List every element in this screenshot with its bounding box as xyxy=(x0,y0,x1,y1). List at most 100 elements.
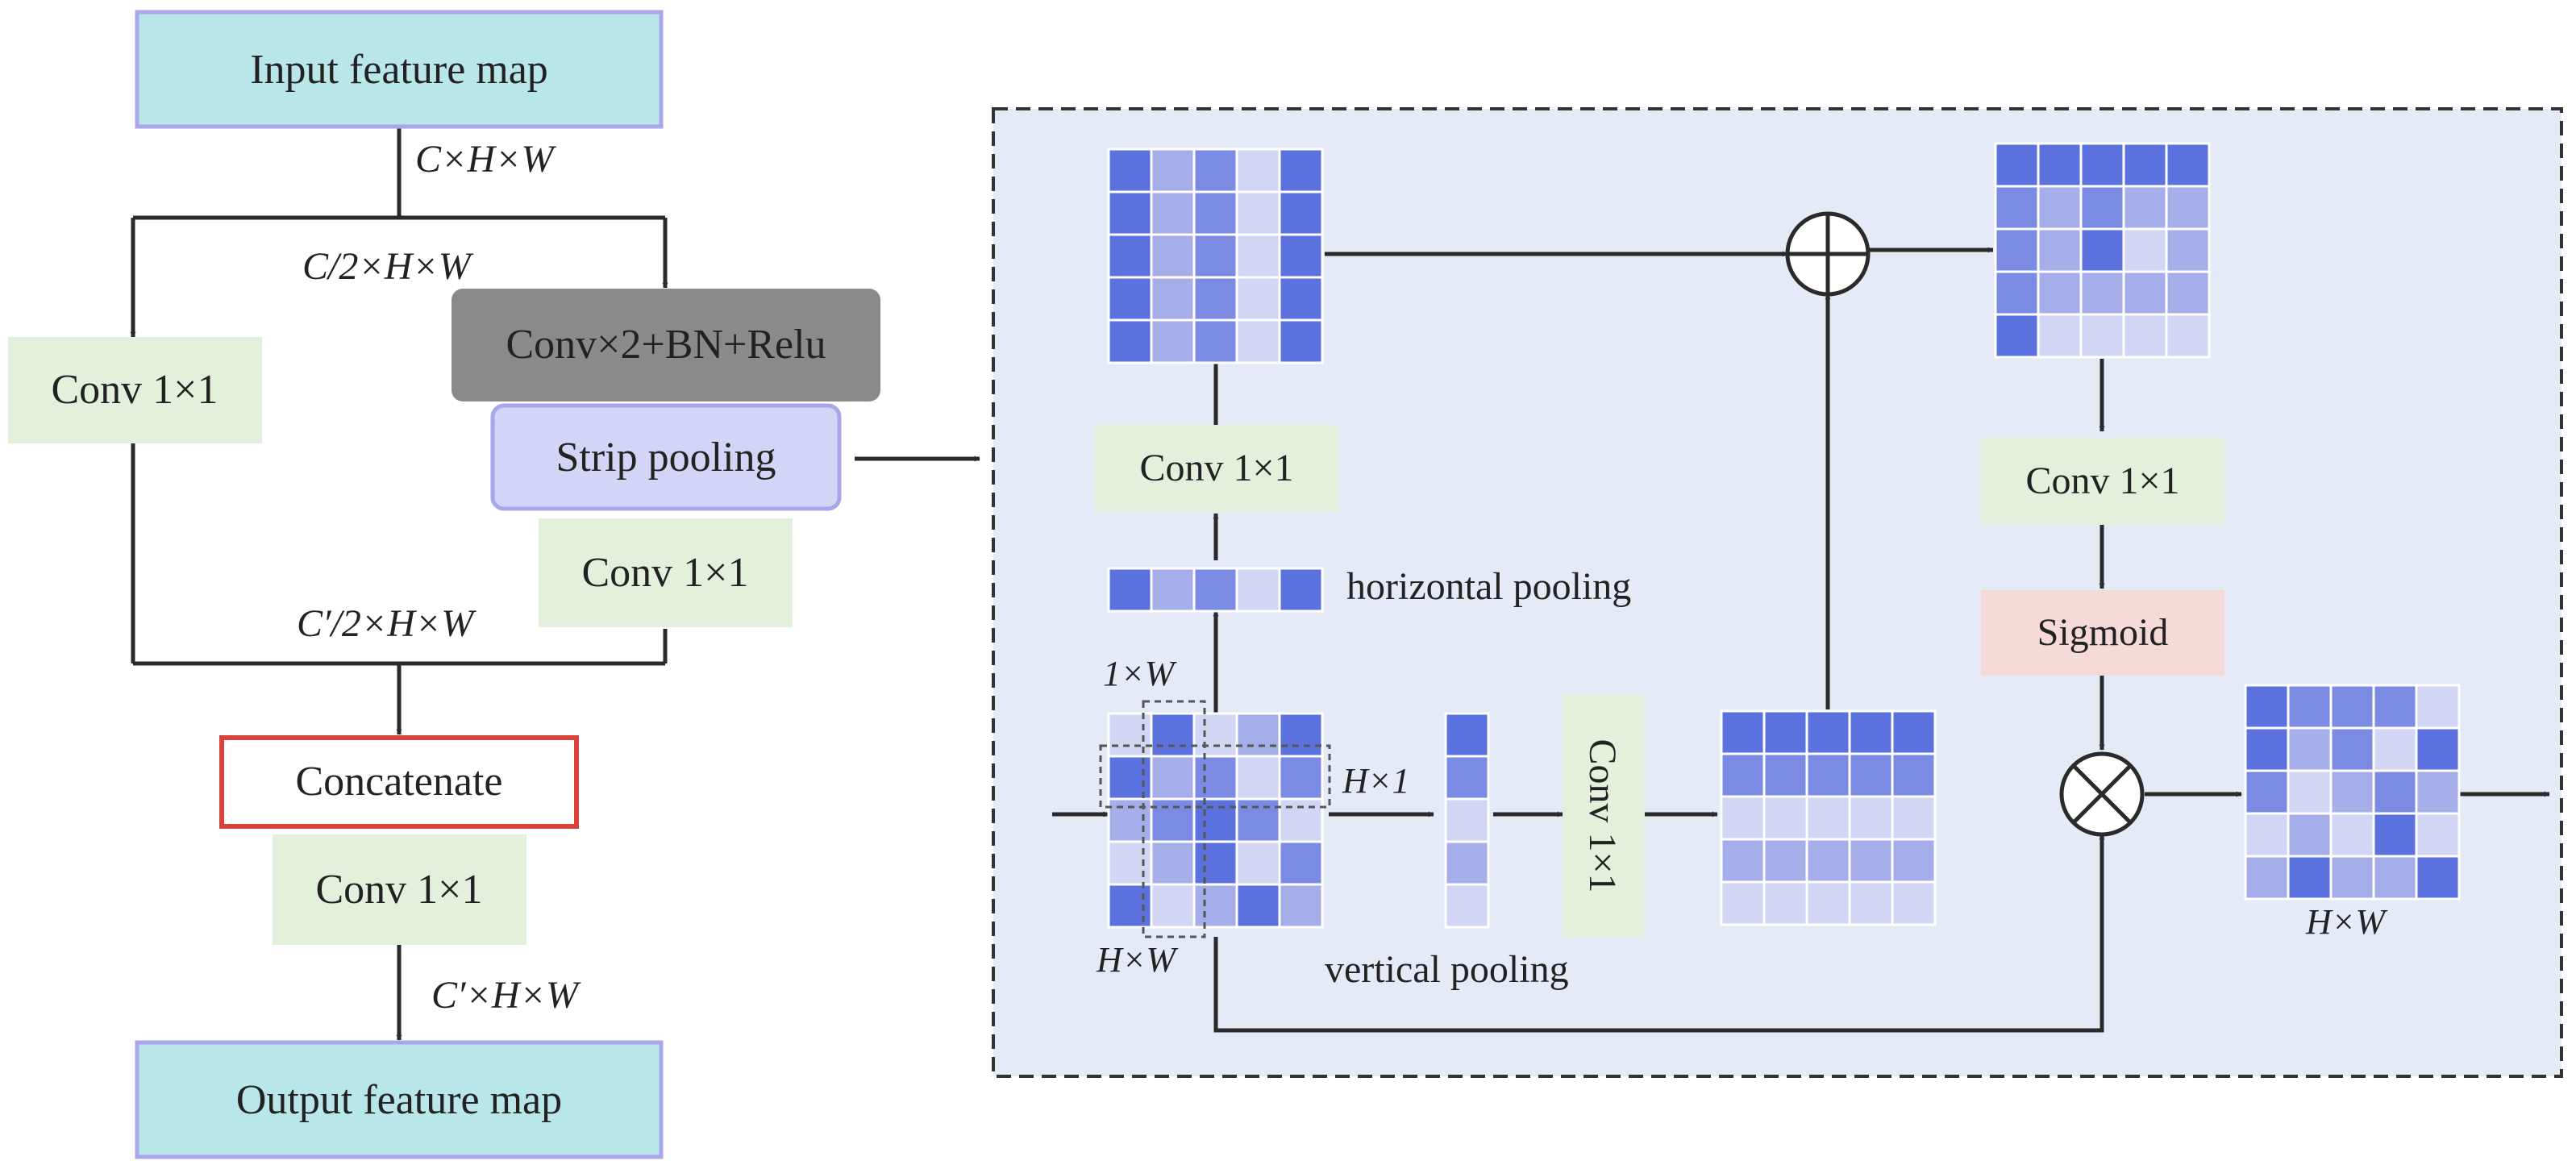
grid-cell xyxy=(1107,148,1153,193)
grid-cell xyxy=(1848,838,1894,884)
grid-cell xyxy=(2079,142,2125,188)
grid-cell xyxy=(1107,883,1153,929)
grid-cell xyxy=(1107,567,1153,613)
grid-cell xyxy=(2165,270,2211,316)
sigmoid-label: Sigmoid xyxy=(2037,611,2169,654)
grid-cell xyxy=(1192,233,1238,279)
right-conv-label: Conv 1×1 xyxy=(2025,460,2179,502)
grid-cell xyxy=(1762,838,1808,884)
input-feature-map-box: Input feature map xyxy=(135,10,664,129)
post-conv-box: Conv 1×1 xyxy=(273,834,526,945)
grid-cell xyxy=(2079,227,2125,273)
branch-conv-box: Conv 1×1 xyxy=(8,337,262,443)
grid-cell xyxy=(2244,812,2290,858)
horizontal-pooling-label: horizontal pooling xyxy=(1346,565,1631,608)
grid-cell xyxy=(2287,812,2333,858)
grid-cell xyxy=(1720,795,1766,841)
grid-cell xyxy=(2037,313,2083,359)
grid-cell xyxy=(1720,880,1766,926)
grid-cell xyxy=(1192,755,1238,801)
grid-cell xyxy=(1278,712,1324,758)
grid-cell xyxy=(1444,797,1490,843)
grid-cell xyxy=(2244,855,2290,901)
grid-cell xyxy=(2244,726,2290,772)
grid-cell xyxy=(2244,684,2290,730)
grid-cell xyxy=(2165,227,2211,273)
grid-cell xyxy=(1107,840,1153,886)
grid-cell xyxy=(1150,755,1196,801)
grid-cell xyxy=(2122,313,2168,359)
grid-cell xyxy=(2165,313,2211,359)
grid-cell xyxy=(1150,148,1196,193)
grid-cell xyxy=(1762,795,1808,841)
grid-cell xyxy=(1444,755,1490,801)
grid-cell xyxy=(2415,726,2461,772)
grid-cell xyxy=(1278,797,1324,843)
grid-cell xyxy=(1444,712,1490,758)
grid-cell xyxy=(2372,684,2418,730)
grid-cell xyxy=(1805,838,1851,884)
grid-cell xyxy=(1150,883,1196,929)
vertical-pool-strip xyxy=(1444,712,1490,929)
top-conv-label: Conv 1×1 xyxy=(1139,447,1293,489)
top-grid xyxy=(1107,148,1324,364)
grid-cell xyxy=(1235,712,1281,758)
grid-cell xyxy=(1805,795,1851,841)
grid-cell xyxy=(1278,148,1324,193)
grid-cell xyxy=(2329,684,2375,730)
grid-cell xyxy=(2165,142,2211,188)
grid-cell xyxy=(1891,795,1937,841)
grid-cell xyxy=(1235,276,1281,322)
grid-cell xyxy=(2287,684,2333,730)
horizontal-pool-strip xyxy=(1107,567,1324,613)
strip-pooling-box: Strip pooling xyxy=(490,403,842,511)
branch-conv-label: Conv 1×1 xyxy=(51,367,218,413)
grid-cell xyxy=(2415,684,2461,730)
grid-cell xyxy=(2372,726,2418,772)
grid-cell xyxy=(1192,712,1238,758)
grid-cell xyxy=(1444,883,1490,929)
grid-cell xyxy=(1235,233,1281,279)
grid-cell xyxy=(1107,712,1153,758)
grid-cell xyxy=(1444,840,1490,886)
mid-conv-label: Conv 1×1 xyxy=(1581,738,1624,892)
grid-cell xyxy=(1762,709,1808,755)
add-operator-icon xyxy=(1785,211,1871,297)
grid-cell xyxy=(1805,709,1851,755)
grid-cell xyxy=(1762,880,1808,926)
grid-cell xyxy=(1278,276,1324,322)
grid-cell xyxy=(1192,318,1238,364)
mid-conv-box: Conv 1×1 xyxy=(1563,695,1645,937)
grid-cell xyxy=(2244,769,2290,815)
input-grid xyxy=(1107,712,1324,929)
grid-cell xyxy=(1107,233,1153,279)
input-grid-dim-label: H×W xyxy=(1096,940,1178,980)
grid-cell xyxy=(2165,185,2211,231)
grid-cell xyxy=(1278,883,1324,929)
grid-cell xyxy=(1192,276,1238,322)
strip-conv-label: Conv 1×1 xyxy=(581,550,748,596)
grid-cell xyxy=(1107,276,1153,322)
output-dim-label: C′×H×W xyxy=(431,974,581,1017)
grid-cell xyxy=(1278,840,1324,886)
grid-cell xyxy=(1107,190,1153,236)
input-dim-label: C×H×W xyxy=(415,138,556,181)
grid-cell xyxy=(1150,318,1196,364)
grid-cell xyxy=(1805,752,1851,798)
grid-cell xyxy=(1235,148,1281,193)
grid-cell xyxy=(1150,190,1196,236)
grid-cell xyxy=(1235,840,1281,886)
grid-cell xyxy=(1235,318,1281,364)
strip-conv-box: Conv 1×1 xyxy=(539,518,793,627)
col-dim-label: H×1 xyxy=(1342,761,1409,801)
concatenate-label: Concatenate xyxy=(296,759,503,805)
grid-cell xyxy=(1994,270,2040,316)
grid-cell xyxy=(2079,270,2125,316)
grid-cell xyxy=(1720,709,1766,755)
grid-cell xyxy=(2372,769,2418,815)
grid-cell xyxy=(1848,752,1894,798)
grid-cell xyxy=(1994,313,2040,359)
column-highlight xyxy=(1142,700,1206,938)
